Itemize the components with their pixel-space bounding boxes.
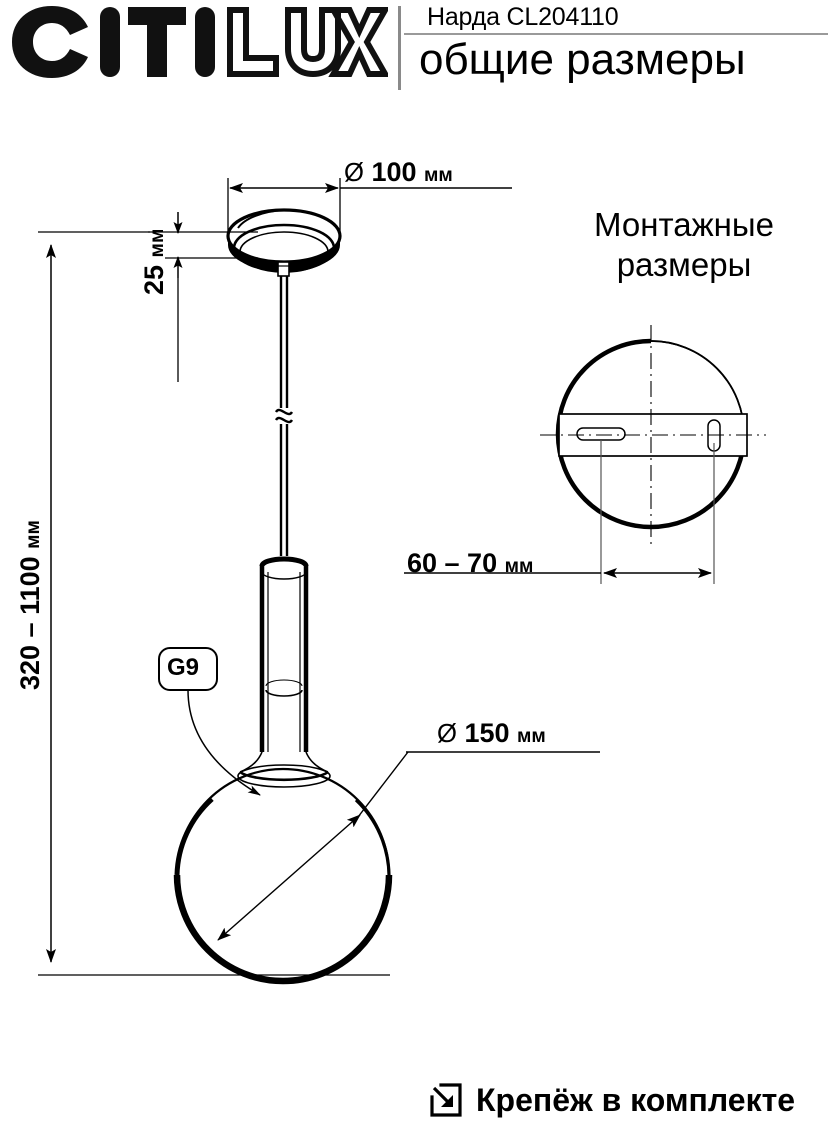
dimension-label-canopy-diameter: Ø 100 мм (344, 157, 453, 188)
dimension-value: 25 (139, 264, 169, 295)
footer: Крепёж в комплекте (428, 1078, 795, 1122)
dimension-unit: мм (517, 725, 546, 747)
dimension-value: 100 (371, 157, 417, 187)
dimension-value: 150 (464, 718, 510, 748)
mounting-section-title: Монтажные размеры (540, 205, 828, 285)
dimension-label-total-height: 320 – 1100 мм (15, 430, 46, 690)
dimension-canopy-diameter (227, 178, 512, 232)
product-name: Нарда CL204110 (427, 3, 619, 31)
dimension-unit: мм (424, 164, 453, 186)
diameter-symbol-icon: Ø (437, 720, 457, 748)
dimension-unit: мм (504, 555, 534, 577)
dimension-total-height (38, 231, 390, 976)
socket-callout-label: G9 (167, 654, 200, 681)
dimension-unit: мм (22, 520, 44, 549)
dimension-label-mounting-spacing: 60 – 70 мм (407, 548, 533, 579)
header: Нарда CL204110 общие размеры (0, 0, 828, 100)
arrow-into-box-icon (430, 1083, 462, 1117)
mounting-diagram (404, 325, 766, 584)
lamp-body-cylinder (237, 556, 331, 788)
lamp-elevation (173, 208, 393, 985)
dimension-value: 320 – 1100 (15, 556, 45, 690)
dimension-label-globe-diameter: Ø 150 мм (437, 718, 546, 749)
dimension-globe-diameter (217, 751, 600, 941)
footer-label: Крепёж в комплекте (476, 1082, 796, 1118)
diameter-symbol-icon: Ø (344, 159, 364, 187)
header-rule (404, 33, 828, 35)
callout-socket-g9 (158, 647, 261, 796)
dimension-value: 60 – 70 (407, 548, 498, 578)
canopy (226, 208, 342, 277)
dimension-canopy-height (148, 212, 258, 382)
dimension-label-canopy-height: 25 мм (139, 175, 170, 295)
mounting-title-line-1: Монтажные (594, 206, 774, 243)
suspension-cable (274, 276, 294, 556)
mounting-title-line-2: размеры (616, 246, 752, 283)
citilux-logo (12, 6, 388, 78)
page-title: общие размеры (419, 35, 746, 84)
header-divider (398, 6, 401, 90)
glass-globe (173, 767, 393, 985)
dimension-unit: мм (146, 228, 168, 258)
